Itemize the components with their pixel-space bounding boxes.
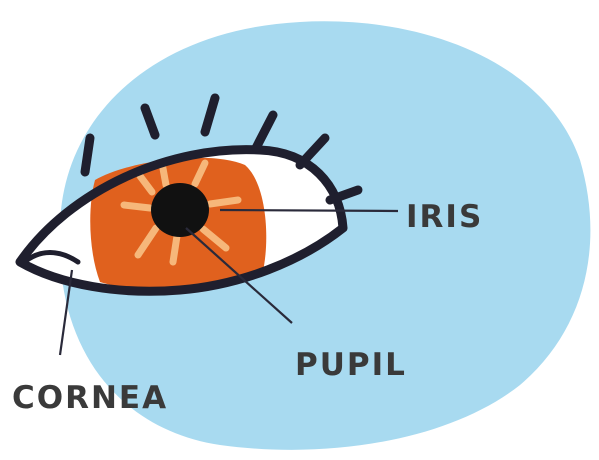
iris-leader-line [220,210,398,211]
iris-label: IRIS [406,199,483,235]
pupil [151,183,209,237]
cornea-label: CORNEA [12,380,168,416]
pupil-label: PUPIL [295,347,407,383]
